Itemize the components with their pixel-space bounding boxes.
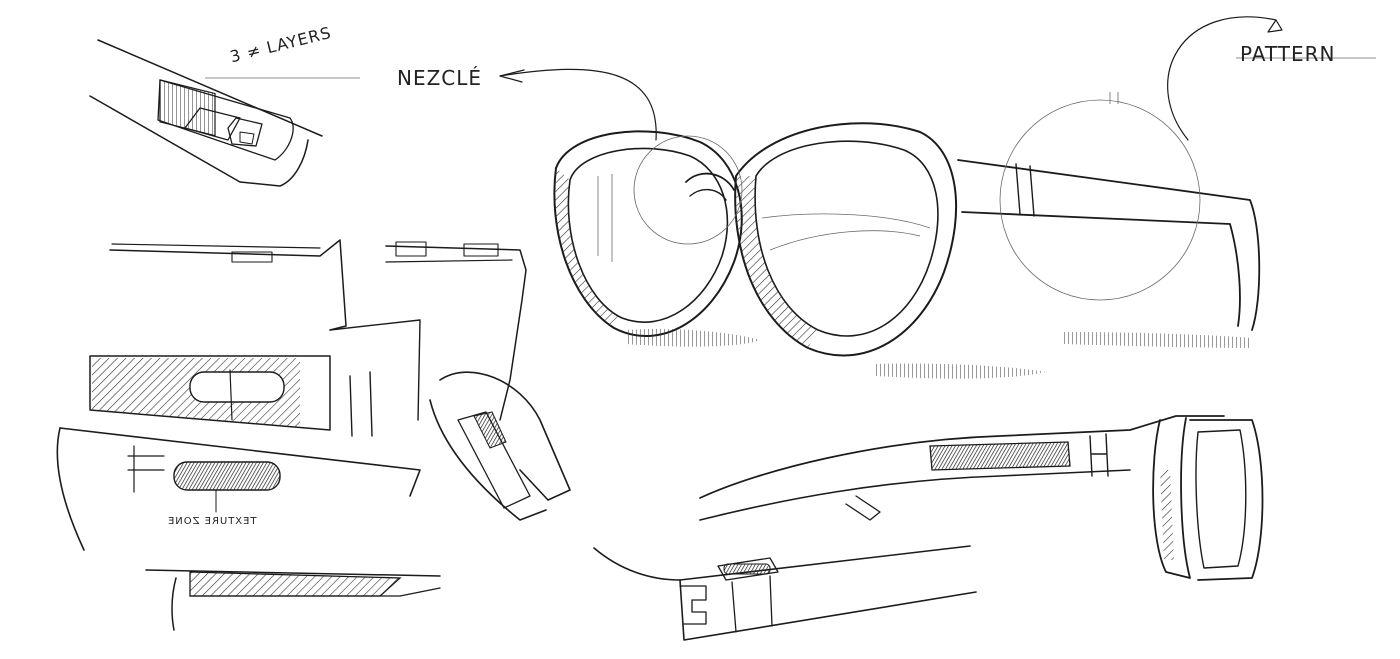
texture-zone-annotation: TEXTURE ZONE	[167, 516, 257, 527]
round-glasses-main-sketch	[499, 16, 1376, 379]
nezcle-annotation: NEZCLÉ	[397, 66, 483, 90]
layered-temple-detail-sketch	[89, 39, 360, 187]
square-frame-side-view-sketch	[699, 415, 1264, 581]
temple-side-view-sketches	[56, 239, 571, 631]
hinge-detail-sketch	[593, 545, 977, 641]
pattern-annotation: PATTERN	[1240, 42, 1336, 66]
